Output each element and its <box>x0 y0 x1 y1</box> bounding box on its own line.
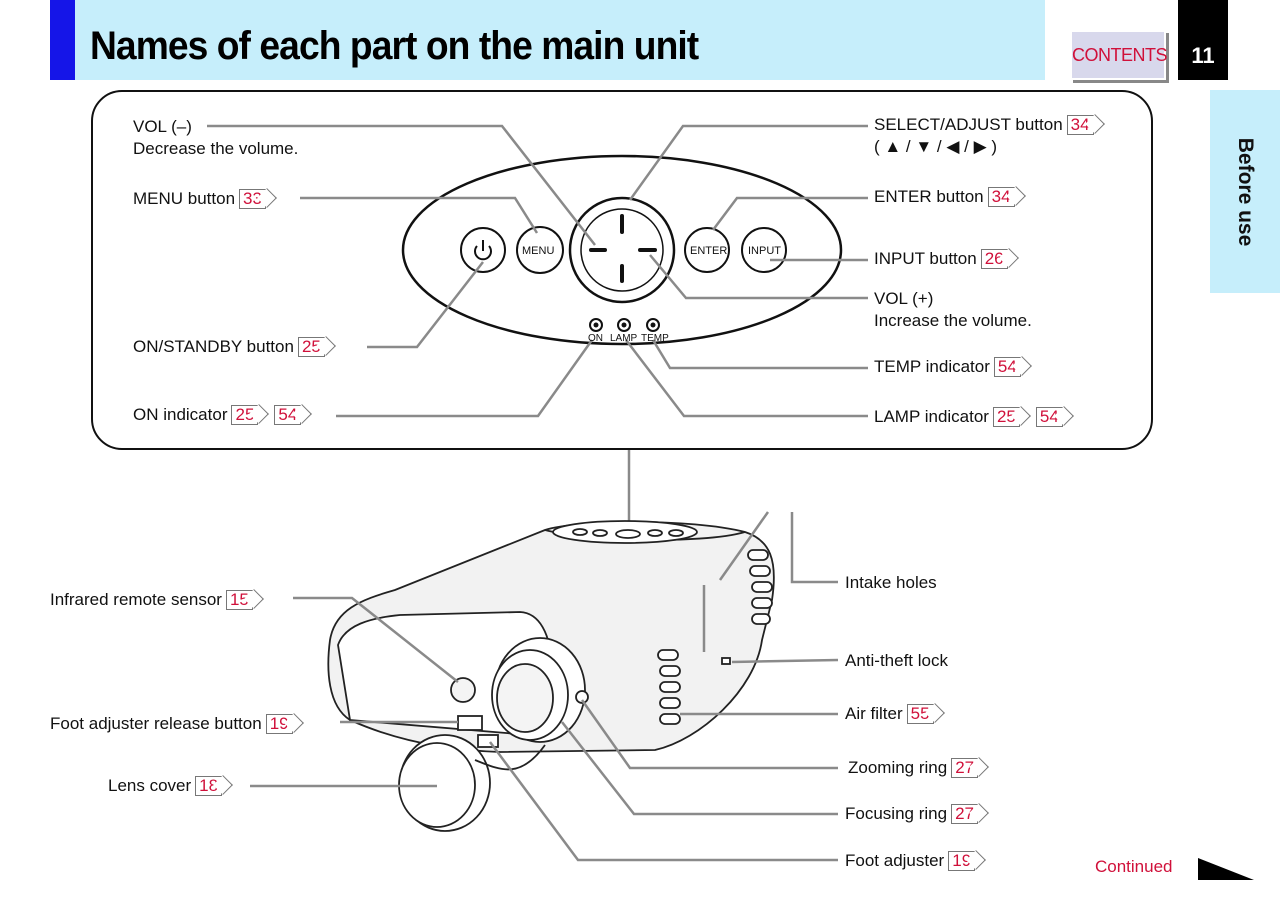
lens-cover-page-ref[interactable]: 18 <box>195 776 223 796</box>
infrared-page-ref[interactable]: 15 <box>225 590 253 610</box>
enter-page-ref[interactable]: 34 <box>987 187 1015 207</box>
foot-release-page-ref[interactable]: 19 <box>265 714 293 734</box>
lamp-indicator-text: LAMP <box>610 333 638 344</box>
enter-button-shape <box>684 227 730 273</box>
select-adjust-page-ref[interactable]: 34 <box>1066 115 1094 135</box>
vol-plus-desc: Increase the volume. <box>874 311 1032 330</box>
lens-cover-label-text: Lens cover <box>108 776 192 795</box>
select-adjust-label-text: SELECT/ADJUST button <box>874 115 1063 134</box>
air-filter-label-text: Air filter <box>845 704 903 723</box>
on-indicator-page-ref-2[interactable]: 54 <box>274 405 302 425</box>
select-adjust-arrows: ( ▲ / ▼ / ◀ / ▶ ) <box>874 137 998 156</box>
enter-button-text: ENTER <box>690 245 728 257</box>
focusing-label-text: Focusing ring <box>845 804 948 823</box>
foot-adjuster-label-text: Foot adjuster <box>845 851 945 870</box>
zooming-label-text: Zooming ring <box>848 758 948 777</box>
page-title: Names of each part on the main unit <box>90 24 699 68</box>
menu-label-text: MENU button <box>133 189 236 208</box>
menu-button-shape <box>516 226 564 274</box>
on-indicator-page-ref-1[interactable]: 25 <box>231 405 259 425</box>
on-indicator-text: ON <box>588 333 603 344</box>
temp-indicator-text: TEMP <box>641 333 669 344</box>
projector-illustration <box>327 520 775 832</box>
menu-page-ref[interactable]: 33 <box>239 189 266 209</box>
enter-label-text: ENTER button <box>874 187 984 206</box>
vol-minus-desc: Decrease the volume. <box>133 139 299 158</box>
zooming-page-ref[interactable]: 27 <box>951 758 979 778</box>
foot-release-label-text: Foot adjuster release button <box>50 714 262 733</box>
air-filter-page-ref[interactable]: 55 <box>906 704 934 724</box>
vol-minus-title: VOL (–) <box>133 117 192 136</box>
lamp-page-ref-1[interactable]: 25 <box>992 407 1020 427</box>
continued-arrow-icon <box>1198 858 1254 880</box>
anti-theft-lock-label: Anti-theft lock <box>845 651 948 670</box>
on-standby-page-ref[interactable]: 25 <box>297 337 325 357</box>
header-band <box>75 0 1045 80</box>
input-page-ref[interactable]: 26 <box>980 249 1008 269</box>
page-number: 11 <box>1178 0 1228 80</box>
infrared-label-text: Infrared remote sensor <box>50 590 222 609</box>
temp-label-text: TEMP indicator <box>874 357 990 376</box>
vol-plus-title: VOL (+) <box>874 289 934 308</box>
continued-link[interactable]: Continued <box>1095 857 1173 876</box>
on-indicator-label-text: ON indicator <box>133 405 228 424</box>
lamp-page-ref-2[interactable]: 54 <box>1035 407 1063 427</box>
header-accent-bar <box>50 0 75 80</box>
intake-holes-label: Intake holes <box>845 573 937 592</box>
select-ring-inner <box>580 208 664 292</box>
side-tab-before-use[interactable]: Before use <box>1210 90 1280 293</box>
lamp-label-text: LAMP indicator <box>874 407 989 426</box>
input-button-text: INPUT <box>748 245 781 257</box>
input-label-text: INPUT button <box>874 249 977 268</box>
foot-adjuster-page-ref[interactable]: 19 <box>948 851 976 871</box>
on-standby-label-text: ON/STANDBY button <box>133 337 294 356</box>
temp-page-ref[interactable]: 54 <box>993 357 1021 377</box>
menu-button-text: MENU <box>522 245 555 257</box>
contents-button[interactable]: CONTENTS <box>1070 30 1168 80</box>
focusing-page-ref[interactable]: 27 <box>951 804 978 824</box>
